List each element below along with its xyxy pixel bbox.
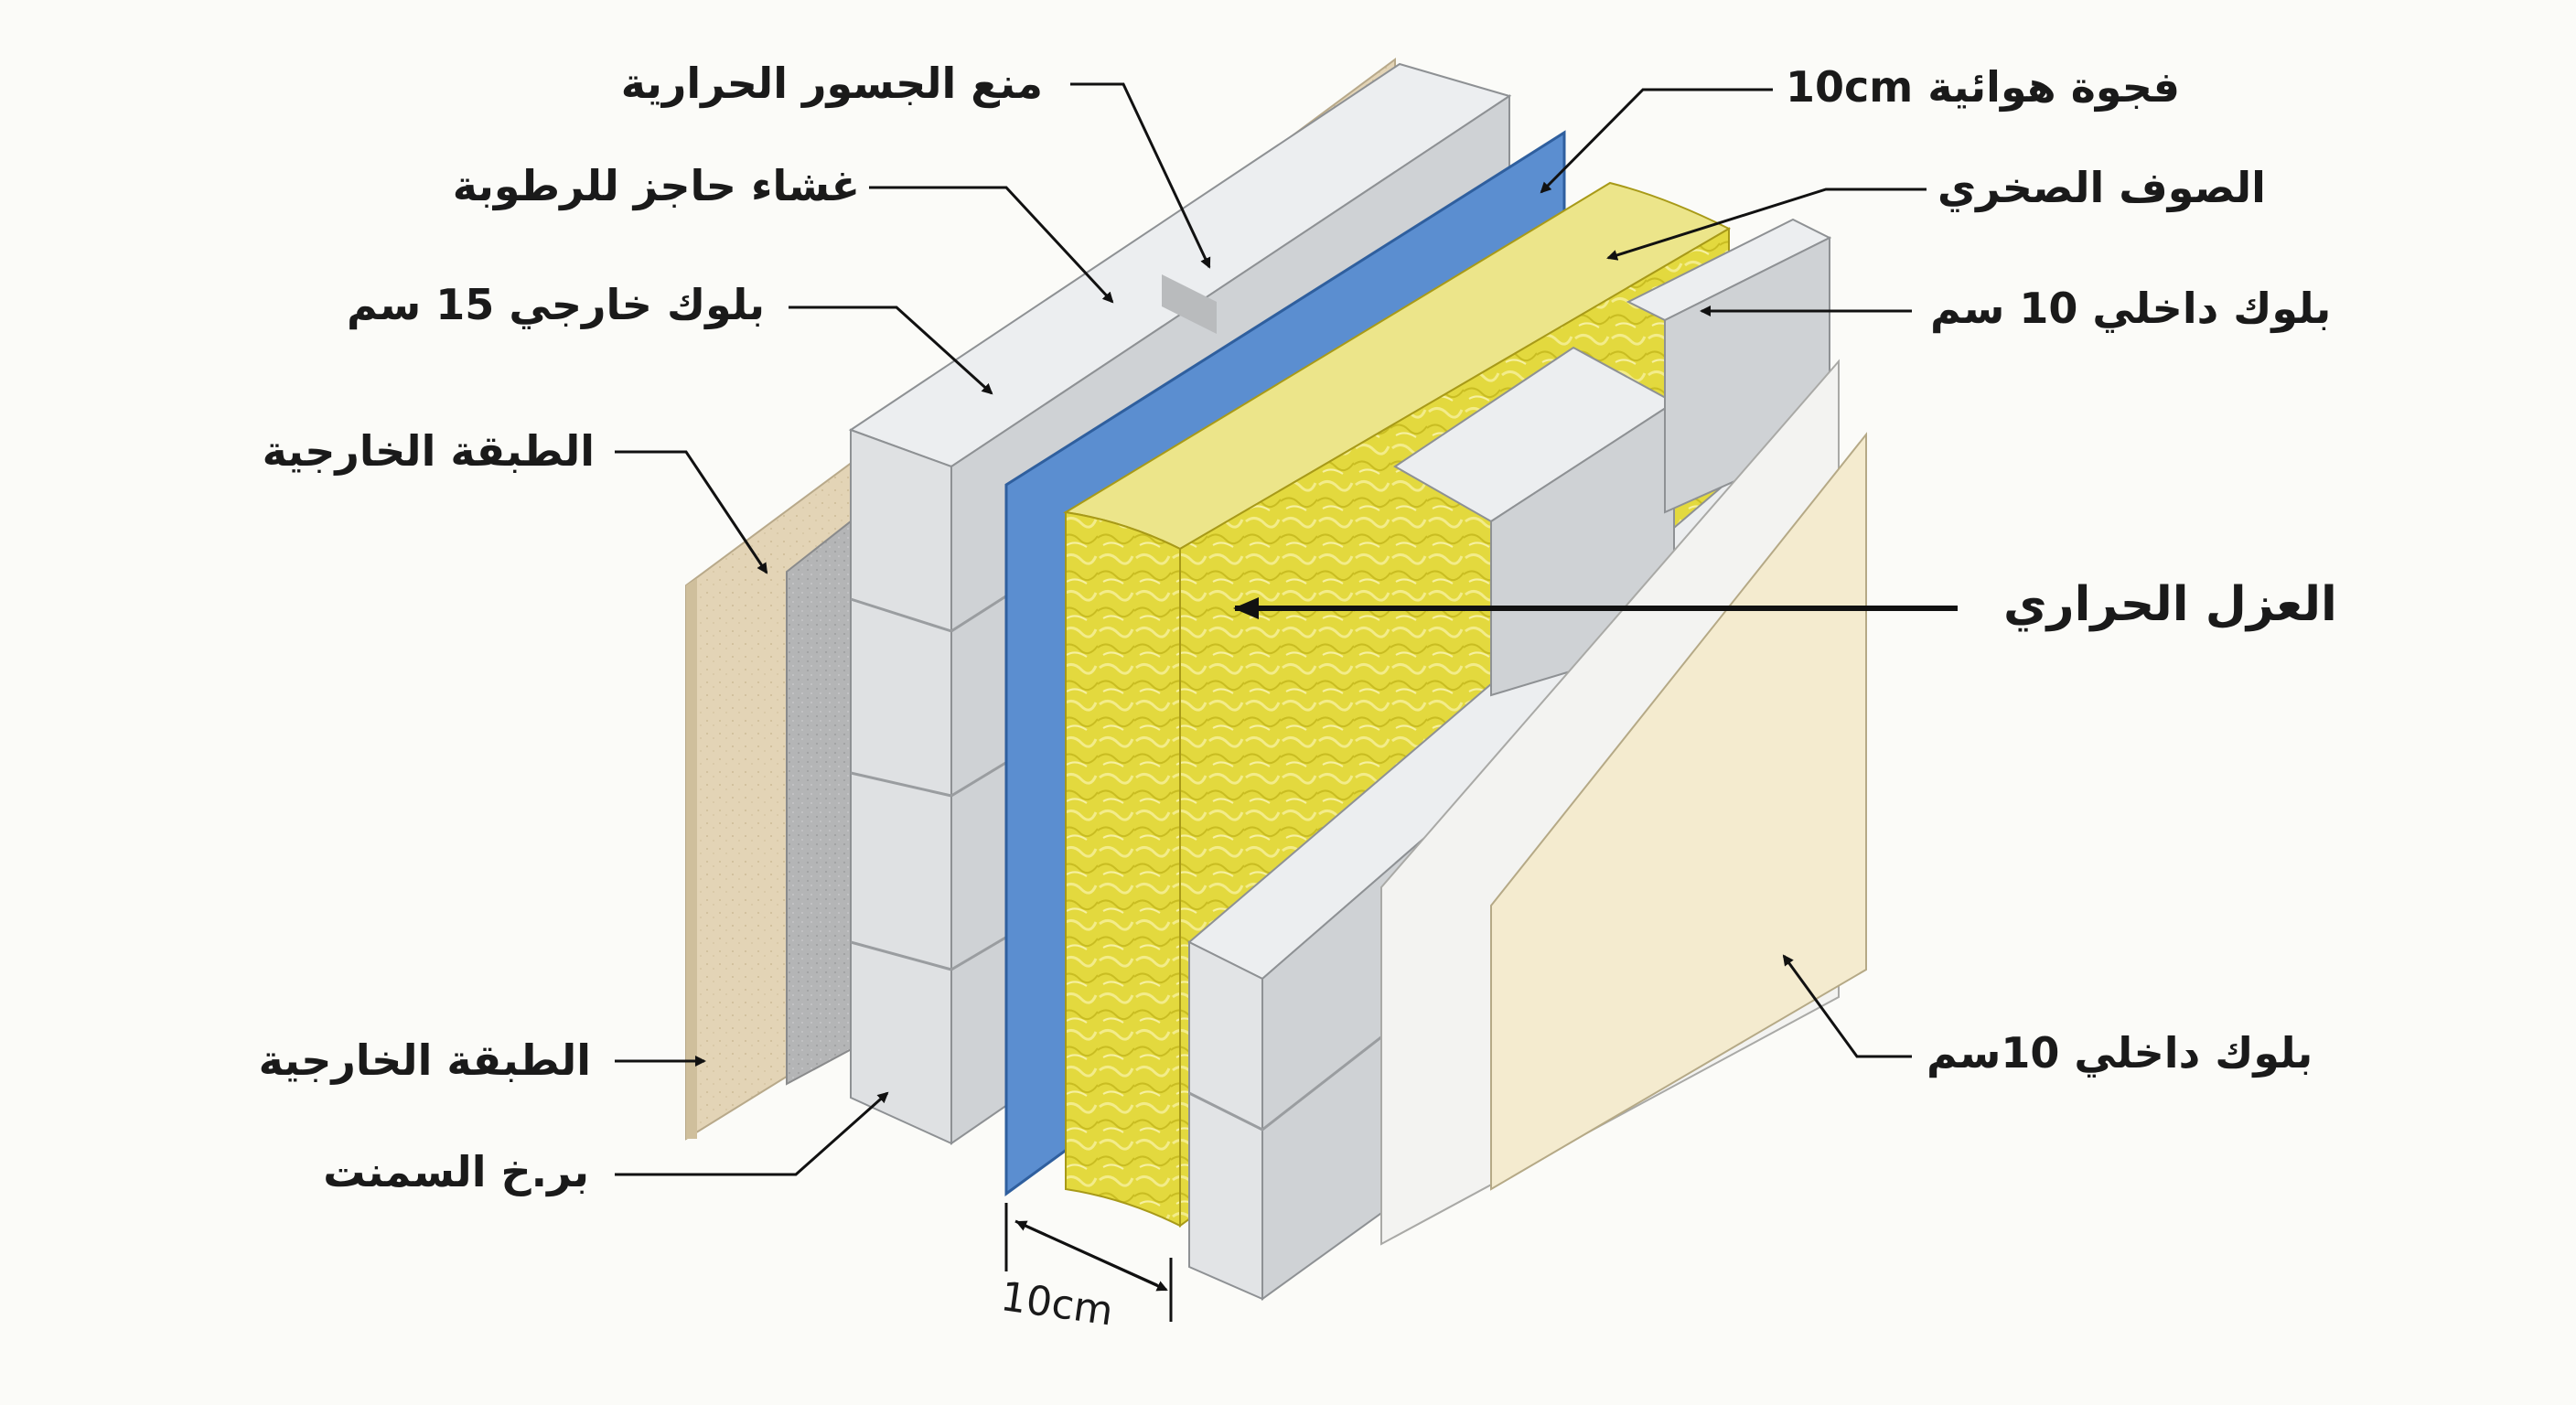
- label-moisture-membrane: غشاء حاجز للرطوبة: [452, 161, 860, 210]
- leader-rock-wool: [1606, 188, 1927, 261]
- label-outer-block: بلوك خارجي 15 سم: [346, 280, 765, 329]
- label-outer-layer-top: الطبقة الخارجية: [262, 426, 595, 476]
- leader-cement-plaster: [615, 1091, 889, 1176]
- label-rock-wool: الصوف الصخري: [1937, 163, 2266, 212]
- leader-thermal-bridge: [1070, 82, 1211, 269]
- leader-inner-block-bottom: [1782, 954, 1912, 1058]
- inner-finish-layer: [1490, 432, 1867, 1191]
- dimension-10cm: [1004, 1203, 1173, 1322]
- leader-lines: [615, 82, 1958, 1176]
- leader-outer-layer-top: [615, 450, 768, 574]
- leader-air-gap: [1540, 88, 1773, 194]
- label-thermal-bridge: منع الجسور الحرارية: [620, 59, 1043, 108]
- leader-moisture-membrane: [869, 186, 1114, 304]
- leader-outer-block: [789, 306, 993, 395]
- label-air-gap: فجوة هوائية 10cm: [1786, 62, 2180, 112]
- label-outer-layer-bottom: الطبقة الخارجية: [258, 1035, 591, 1085]
- label-cement-plaster: بر.خ السمنت: [323, 1147, 589, 1196]
- label-inner-block-top: بلوك داخلي 10 سم: [1930, 284, 2332, 333]
- label-inner-block-bottom: بلوك داخلي 10سم: [1927, 1028, 2313, 1078]
- label-thermal-insulation: العزل الحراري: [2003, 577, 2337, 632]
